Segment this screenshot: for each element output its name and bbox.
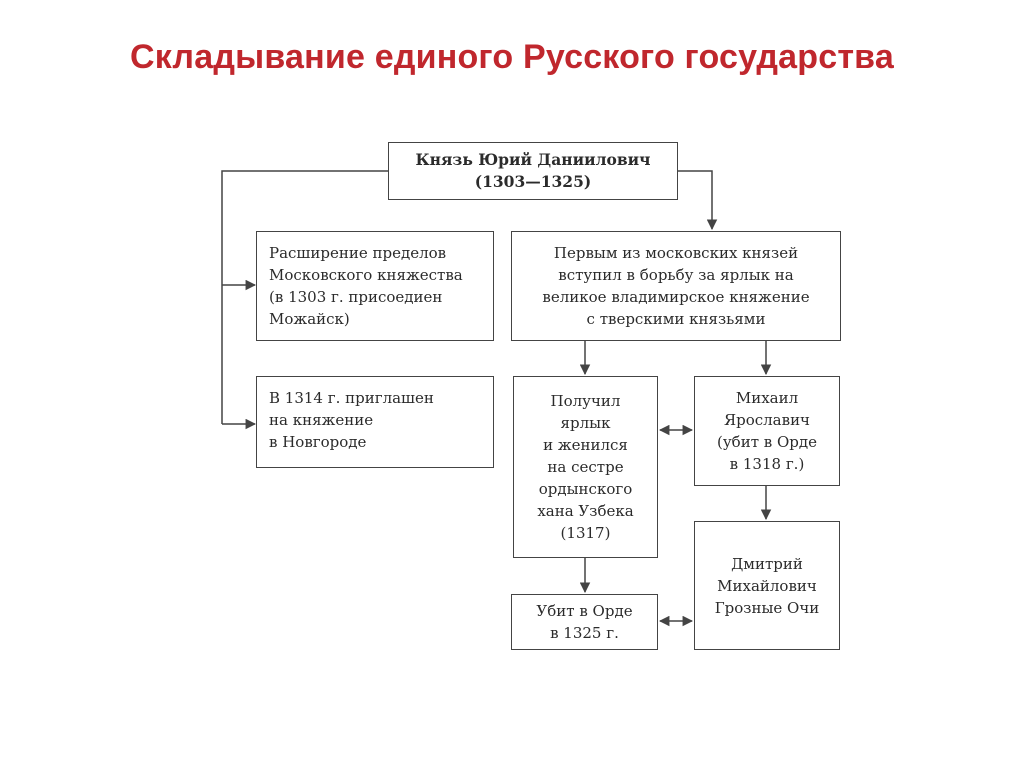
box-dmitry-text: Дмитрий Михайлович Грозные Очи xyxy=(714,554,820,617)
box-dmitry: Дмитрий Михайлович Грозные Очи xyxy=(694,521,840,650)
box-mikhail-text: Михаил Ярославич (убит в Орде в 1318 г.) xyxy=(717,389,817,473)
box-killed: Убит в Орде в 1325 г. xyxy=(511,594,658,650)
box-yarlyk-text: Получил ярлык и женился на сестре ордынс… xyxy=(537,392,634,542)
box-novgorod: В 1314 г. приглашен на княжение в Новгор… xyxy=(256,376,494,468)
box-novgorod-text: В 1314 г. приглашен на княжение в Новгор… xyxy=(269,389,434,451)
box-prince-yuri-text: Князь Юрий Даниилович (1303—1325) xyxy=(415,150,651,191)
arrow-to-struggle xyxy=(678,170,718,231)
slide-title: Складывание единого Русского государства xyxy=(130,38,894,76)
box-killed-text: Убит в Орде в 1325 г. xyxy=(536,602,633,642)
box-expansion-text: Расширение пределов Московского княжеств… xyxy=(269,244,463,328)
box-expansion: Расширение пределов Московского княжеств… xyxy=(256,231,494,341)
connector-top-to-left xyxy=(221,170,388,424)
box-prince-yuri: Князь Юрий Даниилович (1303—1325) xyxy=(388,142,678,200)
box-struggle-text: Первым из московских князей вступил в бо… xyxy=(542,244,810,328)
box-struggle: Первым из московских князей вступил в бо… xyxy=(511,231,841,341)
box-yarlyk: Получил ярлык и женился на сестре ордынс… xyxy=(513,376,658,558)
box-mikhail: Михаил Ярославич (убит в Орде в 1318 г.) xyxy=(694,376,840,486)
